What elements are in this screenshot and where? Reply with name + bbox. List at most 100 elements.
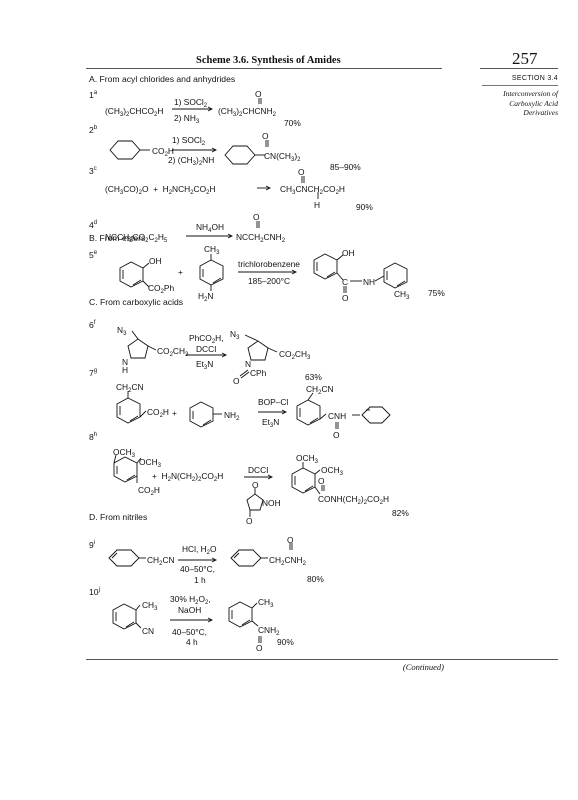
bond: [139, 410, 147, 418]
aromatic-bond: [241, 619, 251, 626]
bond: [244, 334, 259, 342]
bond: [135, 622, 142, 629]
bond: [336, 254, 344, 261]
aromatic-bond: [309, 417, 319, 424]
aromatic-bond: [132, 279, 142, 286]
reagent: 1) SOCl2: [172, 135, 206, 147]
formula: CN: [142, 626, 155, 636]
atom-label: O: [262, 131, 269, 141]
formula: CPh: [250, 368, 267, 378]
sidebar-topic-line: Derivatives: [523, 108, 558, 117]
bond: [147, 345, 157, 351]
sidebar-topic: Interconversion of Carboxylic Acid Deriv…: [470, 89, 558, 118]
scheme-title: Scheme 3.6. Synthesis of Amides: [196, 55, 341, 66]
benzene-ring: [230, 549, 262, 567]
atom-label: O: [342, 293, 349, 303]
entry-number: 2b: [89, 125, 98, 135]
atom-label: H: [314, 200, 321, 210]
arrowhead: [291, 269, 298, 275]
arrowhead: [211, 147, 218, 153]
formula: N3: [117, 325, 127, 337]
formula: CO2H: [138, 485, 160, 497]
page-number: 257: [512, 49, 538, 68]
entry-number: 7g: [89, 368, 98, 378]
reagent: 40–50°C,: [180, 564, 216, 574]
section-heading-a: A. From acyl chlorides and anhydrides: [89, 74, 236, 84]
bond: [131, 330, 139, 340]
sidebar-rule: [480, 68, 558, 69]
atom-label: O: [252, 480, 259, 490]
reagent: Et3N: [262, 417, 280, 429]
formula: CH3CNCH2CO2H: [280, 184, 345, 196]
formula: CNH: [328, 411, 347, 421]
aromatic-bond: [202, 419, 212, 426]
footer-rule: [86, 659, 558, 660]
formula: CH3: [142, 600, 158, 612]
aromatic-bond: [125, 621, 135, 628]
reagent: 185–200°C: [248, 276, 291, 286]
atom-label: O: [298, 167, 305, 177]
yield: 80%: [307, 574, 324, 584]
atom-label: O: [246, 516, 253, 526]
formula: CO2CH3: [157, 346, 189, 358]
yield: 85–90%: [330, 162, 361, 172]
aromatic-bond: [129, 415, 139, 422]
formula: N3: [230, 329, 240, 341]
entry-number: 9i: [89, 540, 96, 550]
reagent: 1 h: [194, 575, 206, 585]
arrowhead: [211, 557, 218, 563]
pyrrolidine-ring: [127, 338, 149, 359]
succinimide-ring: [246, 493, 264, 511]
formula: CH3: [394, 289, 410, 301]
arrowhead: [281, 409, 288, 415]
atom-label: C: [342, 277, 349, 287]
formula: CH2CNH2: [269, 555, 306, 567]
arrowhead: [227, 233, 234, 239]
formula: CONH(CH2)2CO2H: [318, 494, 389, 506]
formula: (CH3CO)2O + H2NCH2CO2H: [105, 184, 216, 196]
formula: NOH: [262, 498, 281, 508]
formula: CH3: [258, 597, 274, 609]
atom-label: O: [253, 212, 260, 222]
yield: 70%: [284, 118, 301, 128]
atom-label: O: [318, 476, 325, 486]
aromatic-bond: [396, 280, 406, 287]
aromatic-bond: [212, 277, 222, 284]
section-heading-c: C. From carboxylic acids: [89, 297, 184, 307]
bond: [251, 602, 258, 609]
aromatic-bond: [326, 271, 336, 278]
aromatic-bond: [233, 552, 240, 559]
sidebar-topic-line: Carboxylic Acid: [509, 98, 558, 108]
atom-label: H: [122, 365, 129, 375]
yield: 90%: [356, 202, 373, 212]
bond: [142, 280, 150, 288]
reagent: NH4OH: [196, 222, 225, 234]
plus-sign: +: [178, 267, 183, 277]
entry-number: 1a: [89, 90, 98, 100]
entry-number: 10j: [89, 587, 100, 597]
cyclohexane-ring: [109, 140, 141, 160]
bond: [251, 620, 259, 627]
benzene-ring: [291, 467, 316, 494]
section-heading-d: D. From nitriles: [89, 512, 148, 522]
atom-label: O: [333, 430, 340, 440]
reagent: DCCI: [196, 344, 217, 354]
formula: CH2CN: [147, 555, 175, 567]
formula: CO2H: [152, 146, 174, 158]
formula: NCCH2CNH2: [236, 232, 286, 244]
formula: CN(CH3)2: [264, 151, 301, 163]
bond: [374, 275, 385, 282]
entry-number: 6f: [89, 320, 96, 330]
reagent: 2) NH3: [174, 113, 200, 125]
reagent: trichlorobenzene: [238, 259, 300, 269]
reagent: Et3N: [196, 359, 214, 371]
formula: OCH3: [113, 447, 135, 459]
yield: 82%: [392, 508, 409, 518]
bond: [267, 347, 278, 353]
atom-label: N: [122, 357, 129, 367]
formula: CO2Ph: [148, 283, 175, 295]
formula: CH2CN: [116, 382, 144, 394]
formula: H2N: [198, 291, 214, 303]
atom-label: O: [255, 89, 262, 99]
